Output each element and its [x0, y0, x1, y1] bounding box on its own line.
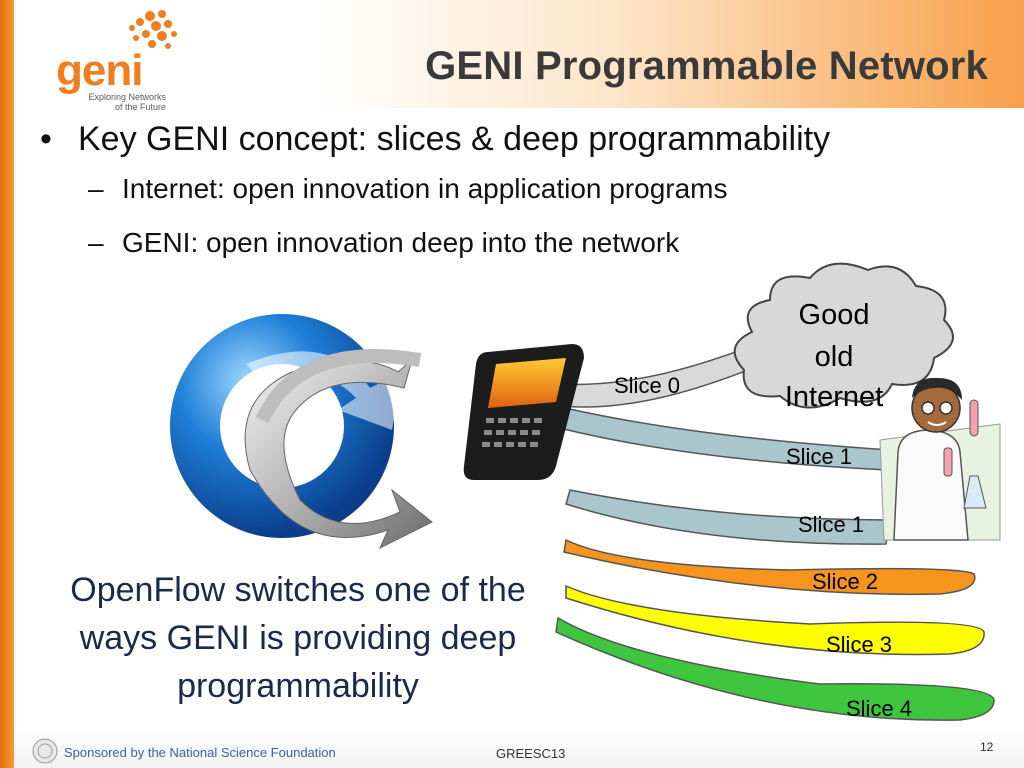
- openflow-logo-icon: [170, 314, 433, 550]
- smartphone-icon: [463, 344, 584, 480]
- slice-3-label: Slice 3: [826, 632, 892, 657]
- slice-4-label: Slice 4: [846, 696, 912, 721]
- cloud-label-line2: old: [815, 341, 854, 373]
- page-number: 12: [980, 740, 994, 754]
- cloud-label-line1: Good: [799, 299, 870, 331]
- slice-band-2: [563, 538, 976, 596]
- cloud-icon: [733, 262, 954, 409]
- bullet-main-text: Key GENI concept: slices & deep programm…: [78, 120, 831, 158]
- left-accent-bar: [0, 0, 14, 768]
- nsf-seal-icon: [32, 738, 58, 764]
- slice-1a-label: Slice 1: [786, 444, 852, 469]
- bullet-sub-2: –GENI: open innovation deep into the net…: [88, 227, 1000, 259]
- slice-1b-label: Slice 1: [798, 512, 864, 537]
- sponsor-text: Sponsored by the National Science Founda…: [64, 745, 336, 760]
- geni-logo: geni Exploring Networks of the Future: [52, 8, 182, 112]
- slice-2-label: Slice 2: [812, 569, 878, 594]
- slice-band-4: [555, 616, 995, 721]
- slice-band-3: [565, 584, 985, 656]
- cloud-label-line3: Internet: [785, 381, 883, 413]
- dash-icon: –: [88, 227, 104, 258]
- slice-0-label: Slice 0: [614, 373, 680, 398]
- footer-band: [14, 728, 1024, 768]
- scientist-icon: [879, 377, 1001, 541]
- openflow-caption: OpenFlow switches one of the ways GENI i…: [70, 571, 526, 705]
- bullet-list: • Key GENI concept: slices & deep program…: [40, 120, 1000, 281]
- conference-name: GREESC13: [496, 746, 566, 761]
- logo-word: geni: [56, 46, 143, 95]
- logo-tagline: Exploring Networks of the Future: [86, 92, 166, 112]
- bullet-sub-1: –Internet: open innovation in applicatio…: [88, 173, 1000, 205]
- logo-dots-icon: [129, 10, 177, 49]
- bullet-sub-1-text: Internet: open innovation in application…: [122, 173, 728, 204]
- slide-title: GENI Programmable Network: [425, 44, 988, 88]
- bullet-dot-icon: •: [40, 120, 52, 158]
- logo-tagline-line2: of the Future: [114, 102, 166, 112]
- dash-icon: –: [88, 173, 104, 204]
- header-band: [14, 0, 1024, 108]
- bullet-main: • Key GENI concept: slices & deep program…: [40, 120, 1000, 159]
- slice-band-1b: [565, 489, 891, 545]
- bullet-sub-2-text: GENI: open innovation deep into the netw…: [122, 227, 680, 258]
- logo-tagline-line1: Exploring Networks: [88, 92, 166, 102]
